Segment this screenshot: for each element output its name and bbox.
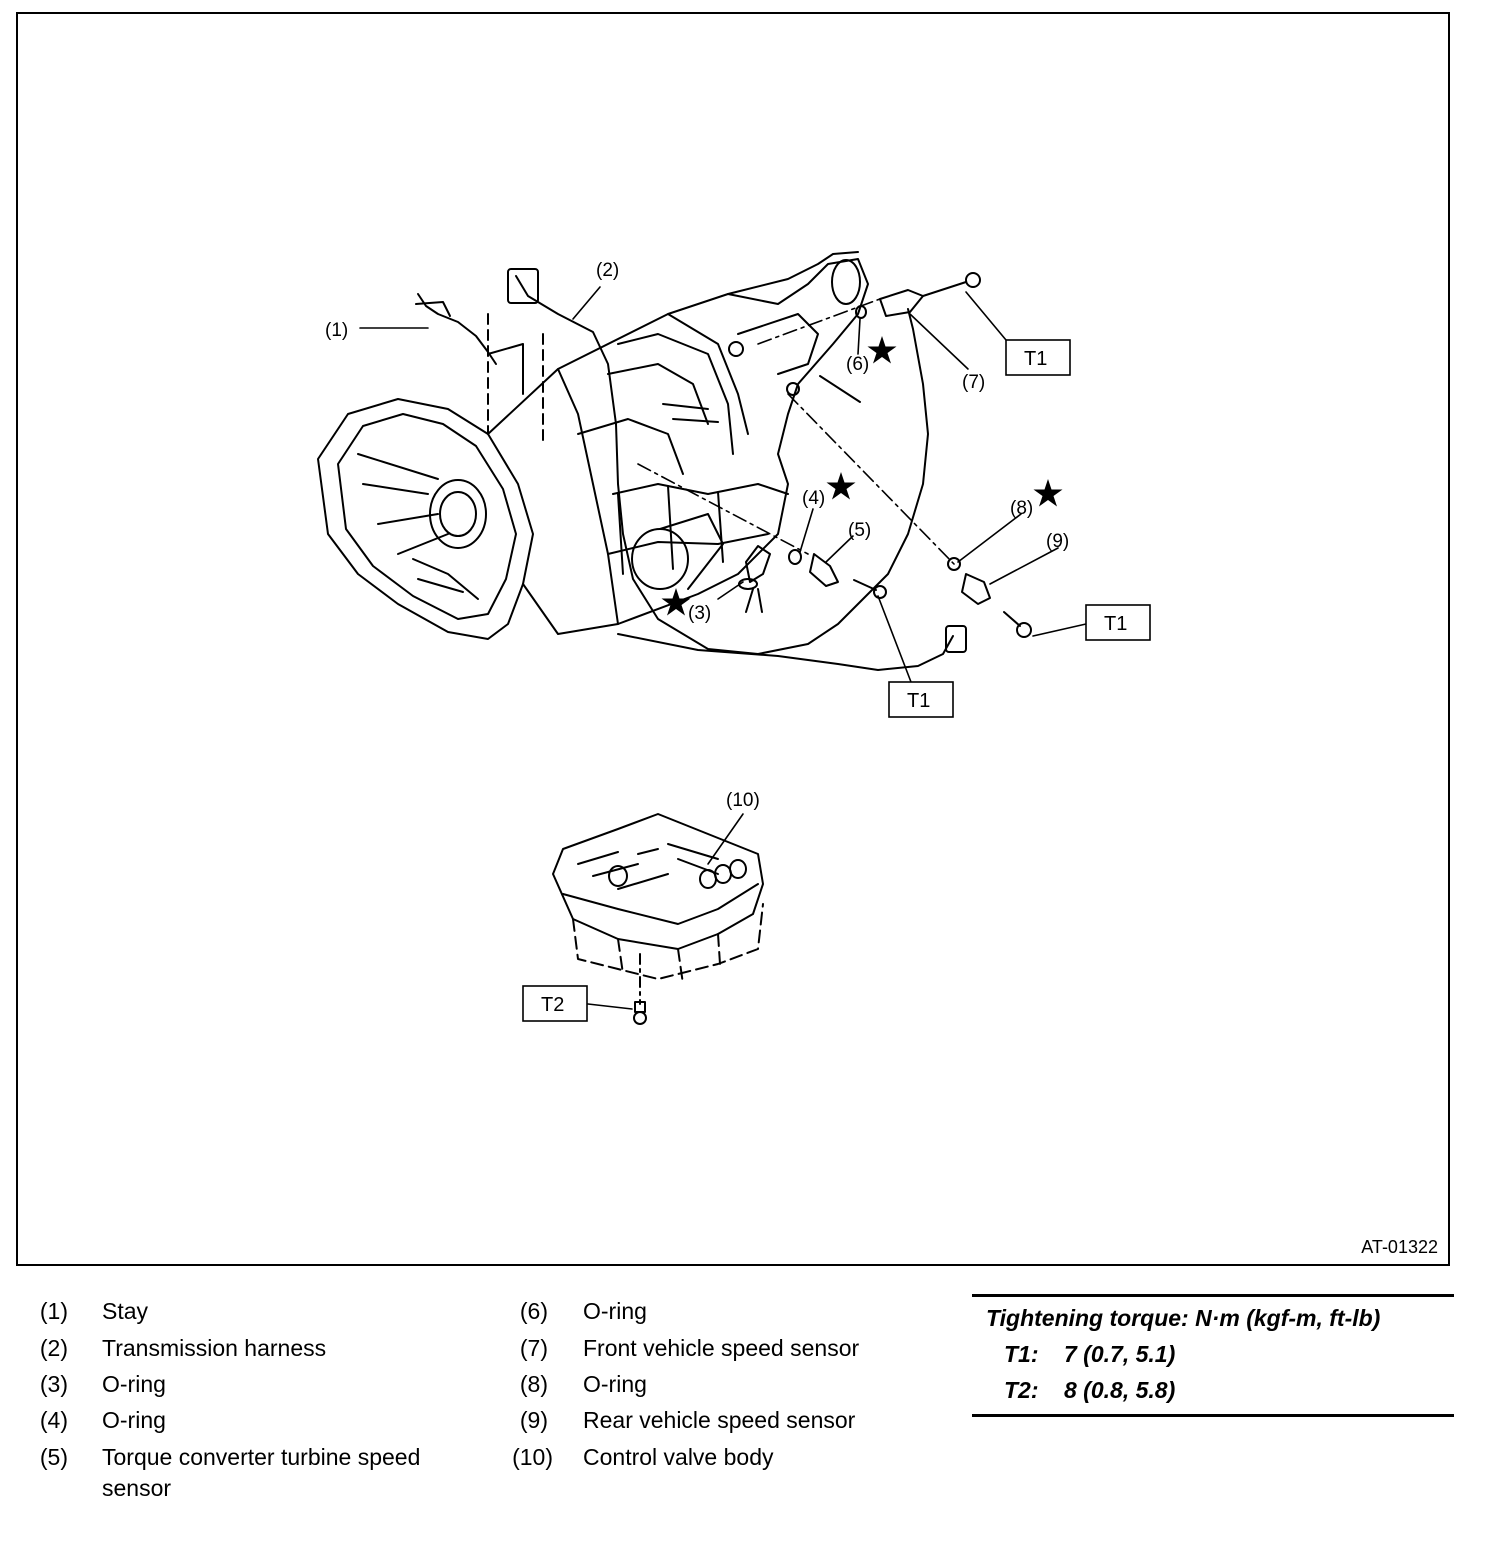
callout-10: (10) — [726, 790, 760, 811]
figure-id: AT-01322 — [1361, 1237, 1438, 1257]
legend-label: O-ring — [583, 1298, 647, 1324]
torque-tag-t1: T1 — [1104, 613, 1127, 635]
torque-key: T2: — [1004, 1377, 1039, 1403]
star-icon — [826, 472, 856, 500]
legend-number: (8) — [519, 1371, 548, 1397]
torque-value: 7 (0.7, 5.1) — [1064, 1341, 1176, 1367]
legend-number: (10) — [512, 1444, 553, 1470]
legend-number: (1) — [39, 1298, 68, 1324]
replace-part-stars — [661, 336, 1063, 616]
torque-key: T1: — [1004, 1341, 1039, 1367]
star-icon — [661, 588, 691, 616]
transmission-exploded-view: (1) (2) (3) (4) (5) (6) (7) (8) (9) (10)… — [317, 251, 1151, 1025]
callout-6: (6) — [846, 354, 869, 375]
legend-number: (4) — [39, 1407, 68, 1433]
legend-number: (6) — [519, 1298, 548, 1324]
legend-number: (5) — [39, 1444, 68, 1470]
tightening-torque-table: Tightening torque: N·m (kgf-m, ft-lb) T1… — [972, 1294, 1454, 1417]
callout-8: (8) — [1010, 498, 1033, 519]
torque-row-t2: T2: 8 (0.8, 5.8) — [972, 1372, 1454, 1408]
legend-label: Torque converter turbine speed sensor — [102, 1444, 421, 1501]
legend-label: Transmission harness — [102, 1335, 327, 1361]
torque-row-t1: T1: 7 (0.7, 5.1) — [972, 1336, 1454, 1372]
torque-value: 8 (0.8, 5.8) — [1064, 1377, 1176, 1403]
legend-label: O-ring — [102, 1371, 166, 1397]
stay-bracket — [417, 293, 497, 365]
exploded-diagram-frame: (1) (2) (3) (4) (5) (6) (7) (8) (9) (10)… — [16, 12, 1450, 1266]
legend-label: O-ring — [102, 1407, 166, 1433]
torque-tag-t2: T2 — [541, 994, 564, 1016]
legend-number: (9) — [519, 1407, 548, 1433]
legend-number: (2) — [39, 1335, 68, 1361]
legend-label: Front vehicle speed sensor — [583, 1335, 860, 1361]
control-valve-body-drawing — [552, 813, 764, 1025]
transmission-body-drawing — [317, 251, 1032, 671]
callout-1: (1) — [325, 320, 348, 341]
callout-5: (5) — [848, 520, 871, 541]
torque-tags: T1 T1 T1 T2 — [522, 339, 1151, 1022]
torque-tag-t1: T1 — [1024, 348, 1047, 370]
alignment-lines — [637, 298, 955, 565]
legend-number: (3) — [39, 1371, 68, 1397]
star-icon — [1033, 479, 1063, 507]
star-icon — [867, 336, 897, 364]
legend-label: Rear vehicle speed sensor — [583, 1407, 856, 1433]
legend-label: Stay — [102, 1298, 149, 1324]
leader-lines — [359, 286, 1087, 1010]
torque-tag-t1: T1 — [907, 690, 930, 712]
torque-title: Tightening torque: N·m (kgf-m, ft-lb) — [986, 1305, 1381, 1331]
callout-3: (3) — [688, 603, 711, 624]
legend-label: Control valve body — [583, 1444, 774, 1470]
callout-2: (2) — [596, 260, 619, 281]
callout-7: (7) — [962, 372, 985, 393]
callout-9: (9) — [1046, 531, 1069, 552]
legend-label: O-ring — [583, 1371, 647, 1397]
transmission-harness-line — [515, 275, 929, 655]
callout-labels: (1) (2) (3) (4) (5) (6) (7) (8) (9) (10) — [325, 260, 1069, 811]
legend-number: (7) — [519, 1335, 548, 1361]
callout-4: (4) — [802, 488, 825, 509]
